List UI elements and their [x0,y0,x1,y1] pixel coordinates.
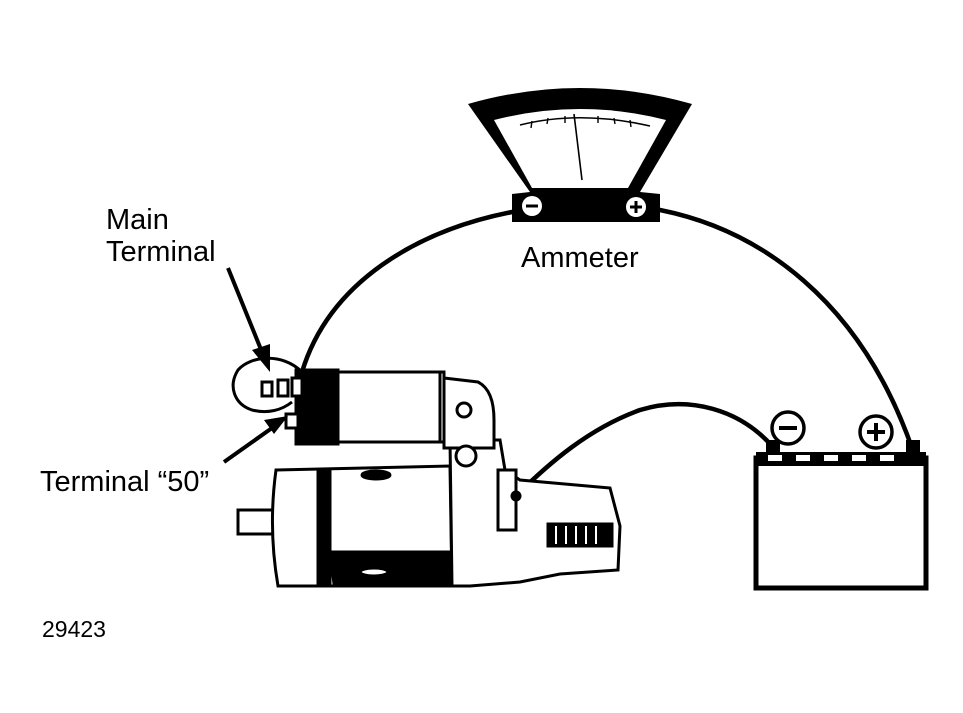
starter-gear-teeth [555,526,597,544]
starter-pinion-gear [546,522,614,548]
main-terminal-label-line1: Main [106,204,169,236]
battery-body [753,455,929,591]
battery-cell-caps [768,455,894,461]
starter-motor [236,368,622,588]
starter-body-slot-bottom [358,566,390,578]
main-terminal-leader [226,267,264,353]
starter-mounting-tab [236,508,276,536]
terminal-50-label: Terminal “50” [40,466,210,498]
main-terminal-arrowhead [252,344,270,372]
leader-arrows [222,267,288,464]
ammeter-dial-face [494,109,666,188]
starter-bracket-bolt [455,401,473,419]
starter-body-slot-top [360,469,392,481]
ammeter [468,88,692,222]
starter-bracket-hole [454,444,478,468]
wires [299,207,915,499]
starter-drive-housing [448,438,622,588]
wire-battery-negative-to-starter [513,402,775,499]
starter-body-stripe [316,468,332,588]
figure-number: 29423 [42,616,106,642]
terminal-post-b [276,378,290,398]
ammeter-scale-ticks [530,116,632,129]
terminal-50-leader [222,426,274,464]
main-terminal-label-line2: Terminal [106,236,216,268]
ammeter-label: Ammeter [521,242,639,274]
battery [753,410,929,591]
terminal-50-post [284,412,300,430]
battery-negative-post [766,440,780,454]
starter-ground-point [510,490,522,502]
ammeter-scale [519,116,651,127]
terminal-post-c [290,376,304,398]
wire-ammeter-to-battery-positive [657,207,915,451]
terminal-50-arrowhead [264,416,288,434]
wire-ammeter-to-main-terminal [299,209,515,375]
battery-positive-post [906,440,920,454]
main-terminal-post [260,380,274,398]
starter-body-band [328,550,452,586]
ammeter-needle [573,113,583,181]
